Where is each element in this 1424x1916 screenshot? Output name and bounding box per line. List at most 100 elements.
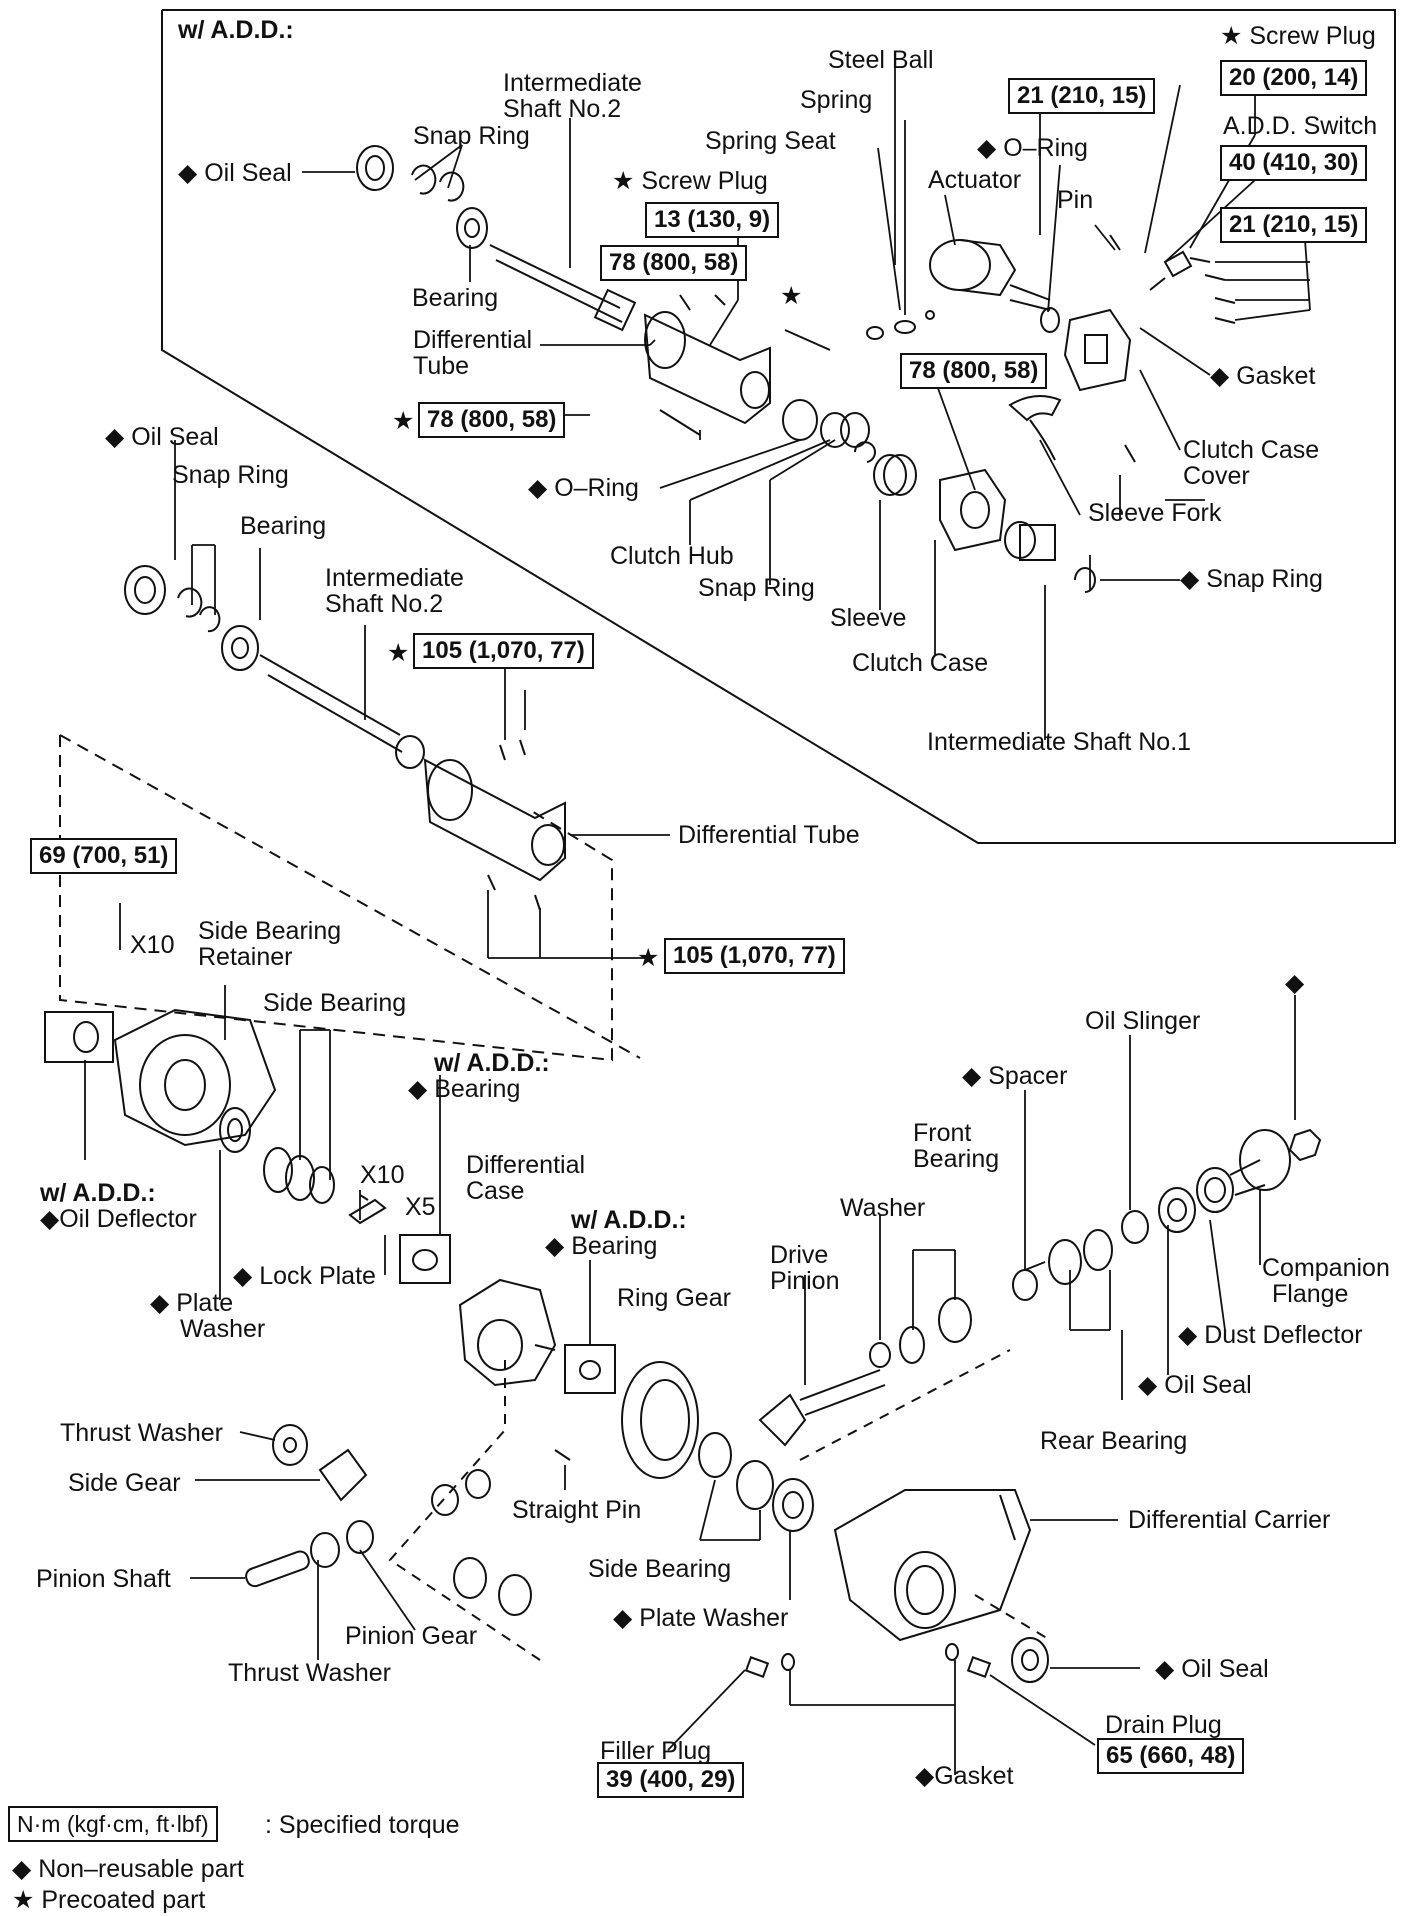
label-pinion-gear: Pinion Gear [345, 1622, 478, 1650]
intermediate-shaft-left-part [259, 654, 425, 769]
label-actuator: Actuator [928, 166, 1022, 194]
gears-right-cluster [431, 1469, 532, 1616]
label-gasket-bottom: ◆Gasket [915, 1762, 1014, 1790]
torque-20: 20 (200, 14) [1220, 60, 1368, 96]
label-thrust-washer-top: Thrust Washer [60, 1419, 224, 1447]
star-icon-105-a: ★ [387, 639, 410, 667]
o-ring-actuator-part [1040, 307, 1060, 333]
drive-pinion-part [758, 1369, 886, 1447]
torque-65: 65 (660, 48) [1097, 1738, 1245, 1774]
torque-40: 40 (410, 30) [1220, 145, 1368, 181]
torque-78-b: 78 (800, 58) [900, 353, 1048, 389]
intermediate-shaft-top-part [489, 244, 637, 332]
label-rear-bearing: Rear Bearing [1040, 1427, 1188, 1455]
label-intermediate-shaft-no1: Intermediate Shaft No.1 [927, 728, 1192, 756]
label-gasket-top: ◆ Gasket [1210, 362, 1316, 390]
bearing-top-part [456, 207, 488, 249]
pinion-gear-part [346, 1520, 374, 1554]
sleeve-fork-part [1008, 395, 1062, 461]
spacer-part [1012, 1261, 1046, 1301]
star-icon: ★ [12, 1886, 35, 1914]
label-pin: Pin [1057, 186, 1094, 214]
side-bearing-top-part [263, 1147, 335, 1204]
torque-105-a: 105 (1,070, 77) [413, 633, 594, 669]
star-icon-bolt: ★ [780, 282, 803, 310]
sleeve-part [873, 454, 917, 496]
diamond-icon: ◆ [408, 1075, 428, 1103]
label-snap-ring-left: Snap Ring [172, 461, 289, 489]
star-icon: ★ [612, 167, 635, 195]
torque-78-c: 78 (800, 58) [418, 402, 566, 438]
label-differential-carrier: Differential Carrier [1128, 1506, 1331, 1534]
clutch-hub-part [820, 412, 870, 448]
label-bearing-left: Bearing [240, 512, 327, 540]
label-drain-plug: Drain Plug [1105, 1711, 1222, 1739]
thrust-washer-top-part [272, 1424, 308, 1466]
diamond-icon: ◆ [528, 474, 548, 502]
label-bearing-add-2: w/ A.D.D.:◆ Bearing [545, 1206, 687, 1260]
filler-plug-part [744, 1656, 770, 1678]
label-sleeve-fork: Sleeve Fork [1088, 499, 1222, 527]
oil-slinger-part [1121, 1210, 1149, 1244]
diamond-icon: ◆ [915, 1762, 935, 1790]
actuator-part [929, 239, 1051, 311]
torque-105-b: 105 (1,070, 77) [664, 938, 845, 974]
torque-39: 39 (400, 29) [597, 1762, 745, 1798]
diamond-icon: ◆ [40, 1205, 60, 1233]
ring-gear-part [621, 1361, 699, 1479]
diamond-icon-flange-nut: ◆ [1285, 969, 1305, 997]
oil-seal-front-part [1158, 1187, 1196, 1233]
diamond-icon: ◆ [977, 134, 997, 162]
oil-seal-left-part [124, 565, 166, 615]
snap-ring-top-part [411, 164, 465, 202]
diamond-icon: ◆ [105, 423, 125, 451]
label-spacer: ◆ Spacer [962, 1062, 1068, 1090]
plate-washer-left-part [219, 1107, 251, 1153]
snap-ring-right-part [1074, 567, 1096, 593]
label-clutch-case: Clutch Case [852, 649, 989, 677]
legend-unit-box: N·m (kgf·cm, ft·lbf) [8, 1806, 218, 1842]
label-oil-slinger: Oil Slinger [1085, 1007, 1201, 1035]
add-section-frame [161, 9, 1396, 844]
diamond-icon: ◆ [1155, 1655, 1175, 1683]
add-section-header: w/ A.D.D.: [178, 16, 294, 44]
side-bearing-retainer-part [113, 1008, 277, 1147]
diamond-icon: ◆ [1138, 1371, 1158, 1399]
label-lock-plate: ◆ Lock Plate [233, 1262, 376, 1290]
legend-precoated: ★ Precoated part [12, 1886, 206, 1914]
bearing-left-part [221, 625, 259, 671]
gasket-bottom-parts [781, 1643, 959, 1671]
label-oil-seal-left: ◆ Oil Seal [105, 423, 219, 451]
nut-part [1288, 1128, 1322, 1162]
dashed-boundary-left [59, 735, 613, 1062]
label-differential-tube-mid: Differential Tube [678, 821, 860, 849]
add-switch-part [1149, 250, 1193, 291]
label-x10-mid: X10 [360, 1161, 405, 1189]
oil-seal-bottom-part [1011, 1637, 1049, 1683]
dashed-boundary-center [59, 734, 641, 1059]
star-icon-105-b: ★ [637, 944, 660, 972]
label-oil-seal-front: ◆ Oil Seal [1138, 1371, 1252, 1399]
label-washer: Washer [840, 1194, 926, 1222]
label-side-gear: Side Gear [68, 1469, 181, 1497]
torque-21-right: 21 (210, 15) [1220, 207, 1368, 243]
bolts-mid [487, 739, 541, 911]
label-clutch-hub: Clutch Hub [610, 542, 734, 570]
label-x5: X5 [405, 1193, 436, 1221]
label-snap-ring-top: Snap Ring [413, 122, 530, 150]
label-oil-seal-top: ◆ Oil Seal [178, 159, 292, 187]
label-x10-top: X10 [130, 931, 175, 959]
pinion-shaft-part [245, 1550, 310, 1588]
label-sleeve: Sleeve [830, 604, 907, 632]
label-steel-ball: Steel Ball [828, 46, 934, 74]
washer-part [869, 1342, 891, 1368]
